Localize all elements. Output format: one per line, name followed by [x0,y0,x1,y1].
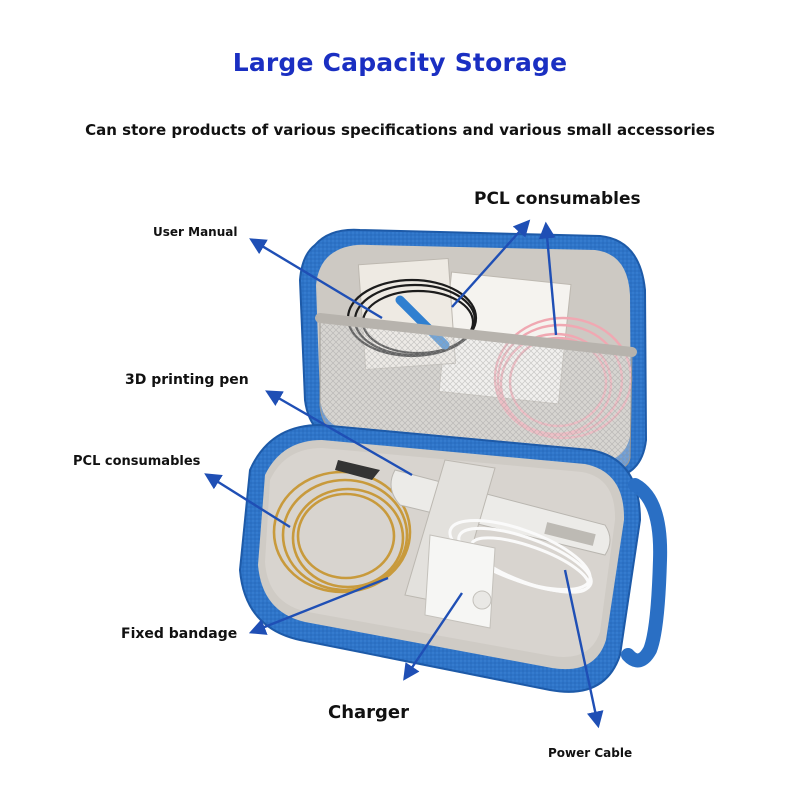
gold-filament-coil [272,470,412,594]
page-title: Large Capacity Storage [232,48,568,77]
arrow-pcl-top-b [538,221,558,336]
label-power-cable: Power Cable [548,746,633,760]
label-fixed-bandage: Fixed bandage [121,626,238,642]
arrow-pcl-left [204,473,291,529]
arrow-fixed-bandage [248,576,389,635]
label-pcl-consumables-left: PCL consumables [73,454,201,469]
label-pcl-consumables-top: PCL consumables [474,189,641,209]
arrow-pcl-top-a [451,219,531,308]
arrow-power-cable [563,569,604,729]
callout-arrows [204,219,604,729]
arrow-charger [403,592,463,681]
label-user-manual: User Manual [153,225,238,239]
arrow-printing-pen [265,390,413,477]
page-subtitle: Can store products of various specificat… [85,121,715,139]
charger-block [424,534,496,629]
label-charger: Charger [328,702,410,723]
label-printing-pen: 3D printing pen [125,372,249,388]
arrow-user-manual [249,238,383,320]
wrist-strap [621,478,668,668]
